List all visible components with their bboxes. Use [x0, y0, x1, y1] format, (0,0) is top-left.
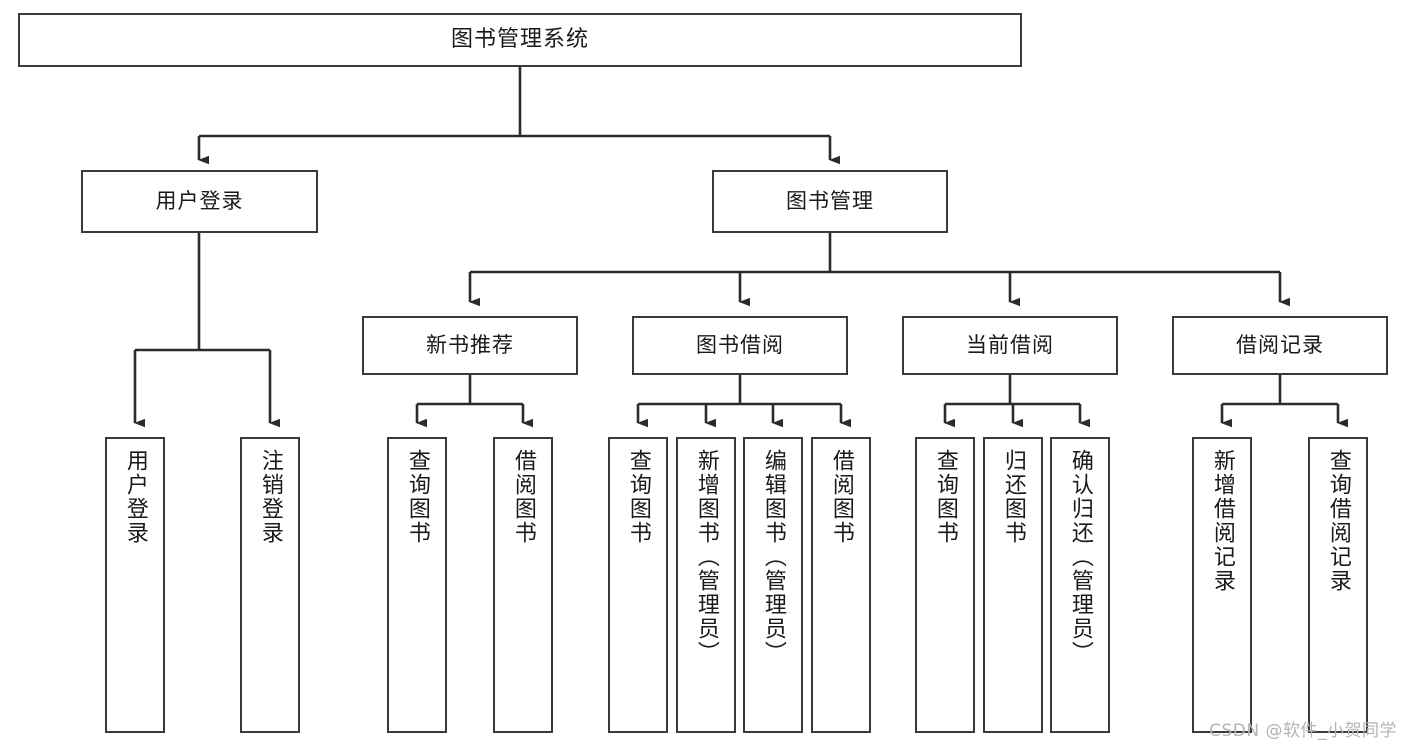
leaf-book-borrow-2-label: 新增图书（管理员） — [693, 449, 719, 665]
leaf-book-borrow-3[interactable]: 编辑图书（管理员） — [743, 437, 803, 733]
node-current-borrow-label: 当前借阅 — [966, 332, 1054, 357]
node-borrow-record[interactable]: 借阅记录 — [1172, 316, 1388, 375]
leaf-borrow-record-2-label: 查询借阅记录 — [1325, 449, 1351, 593]
leaf-book-borrow-4-label: 借阅图书 — [828, 449, 854, 545]
leaf-book-borrow-4[interactable]: 借阅图书 — [811, 437, 871, 733]
leaf-current-borrow-1[interactable]: 查询图书 — [915, 437, 975, 733]
leaf-current-borrow-2-label: 归还图书 — [1000, 449, 1026, 545]
node-current-borrow[interactable]: 当前借阅 — [902, 316, 1118, 375]
leaf-current-borrow-1-label: 查询图书 — [932, 449, 958, 545]
leaf-borrow-record-1[interactable]: 新增借阅记录 — [1192, 437, 1252, 733]
watermark: CSDN @软件_小贺同学 — [1209, 721, 1397, 741]
leaf-current-borrow-3[interactable]: 确认归还（管理员） — [1050, 437, 1110, 733]
leaf-book-borrow-2[interactable]: 新增图书（管理员） — [676, 437, 736, 733]
node-book-manage-label: 图书管理 — [786, 188, 874, 213]
leaf-book-borrow-1-label: 查询图书 — [625, 449, 651, 545]
node-new-book-recommend[interactable]: 新书推荐 — [362, 316, 578, 375]
leaf-user-login-1-label: 用户登录 — [122, 449, 148, 545]
node-root-system[interactable]: 图书管理系统 — [18, 13, 1022, 67]
leaf-user-login-2[interactable]: 注销登录 — [240, 437, 300, 733]
node-user-login[interactable]: 用户登录 — [81, 170, 318, 233]
leaf-book-borrow-1[interactable]: 查询图书 — [608, 437, 668, 733]
node-borrow-record-label: 借阅记录 — [1236, 332, 1324, 357]
leaf-borrow-record-2[interactable]: 查询借阅记录 — [1308, 437, 1368, 733]
leaf-new-book-2[interactable]: 借阅图书 — [493, 437, 553, 733]
node-user-login-label: 用户登录 — [155, 188, 244, 213]
leaf-book-borrow-3-label: 编辑图书（管理员） — [760, 449, 786, 665]
leaf-new-book-1[interactable]: 查询图书 — [387, 437, 447, 733]
node-book-borrow[interactable]: 图书借阅 — [632, 316, 848, 375]
leaf-new-book-2-label: 借阅图书 — [510, 449, 536, 545]
node-book-borrow-label: 图书借阅 — [696, 332, 784, 357]
leaf-new-book-1-label: 查询图书 — [404, 449, 430, 545]
node-book-manage[interactable]: 图书管理 — [712, 170, 948, 233]
leaf-borrow-record-1-label: 新增借阅记录 — [1209, 449, 1235, 593]
leaf-user-login-2-label: 注销登录 — [257, 449, 283, 545]
leaf-current-borrow-3-label: 确认归还（管理员） — [1067, 449, 1093, 665]
node-root-system-label: 图书管理系统 — [450, 26, 589, 52]
leaf-user-login-1[interactable]: 用户登录 — [105, 437, 165, 733]
leaf-current-borrow-2[interactable]: 归还图书 — [983, 437, 1043, 733]
node-new-book-recommend-label: 新书推荐 — [426, 332, 514, 357]
